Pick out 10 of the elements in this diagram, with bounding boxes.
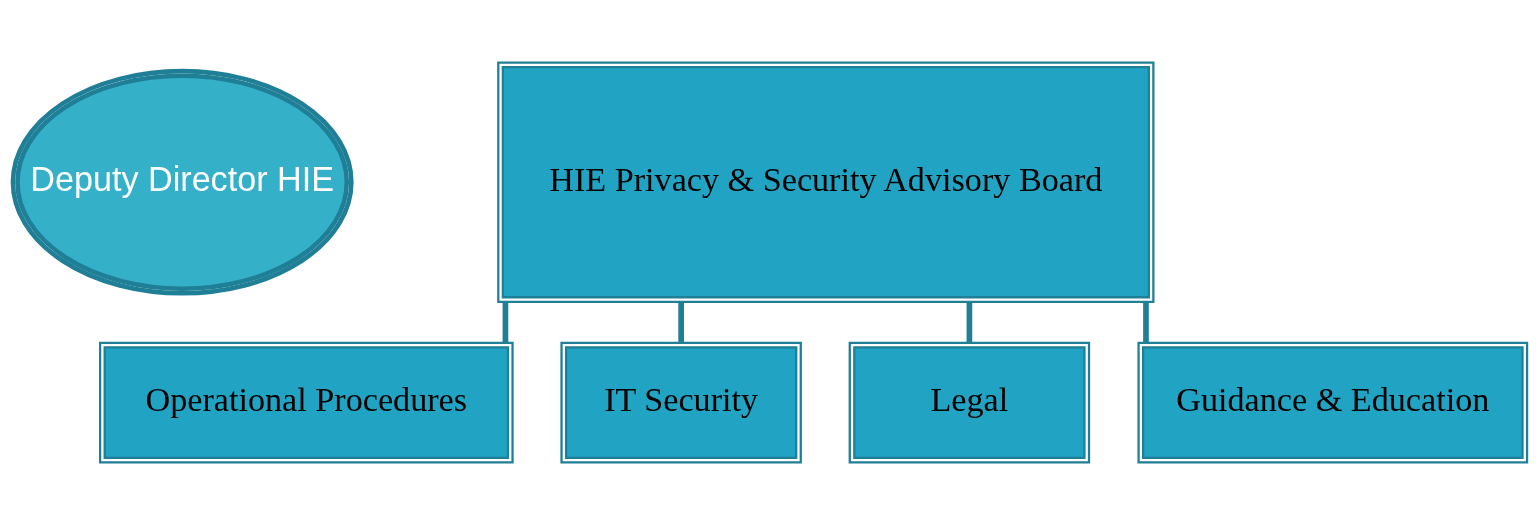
node-box: IT Security [560, 341, 802, 464]
node-box: Guidance & Education [1137, 341, 1529, 464]
connector [1143, 302, 1149, 343]
connector [678, 302, 684, 343]
connector [966, 302, 973, 343]
node-box: Operational Procedures [99, 341, 514, 464]
node-box: HIE Privacy & Security Advisory Board [497, 61, 1155, 303]
node-ellipse: Deputy Director HIE [10, 68, 354, 296]
connector [502, 302, 509, 343]
node-box: Legal [848, 341, 1091, 464]
